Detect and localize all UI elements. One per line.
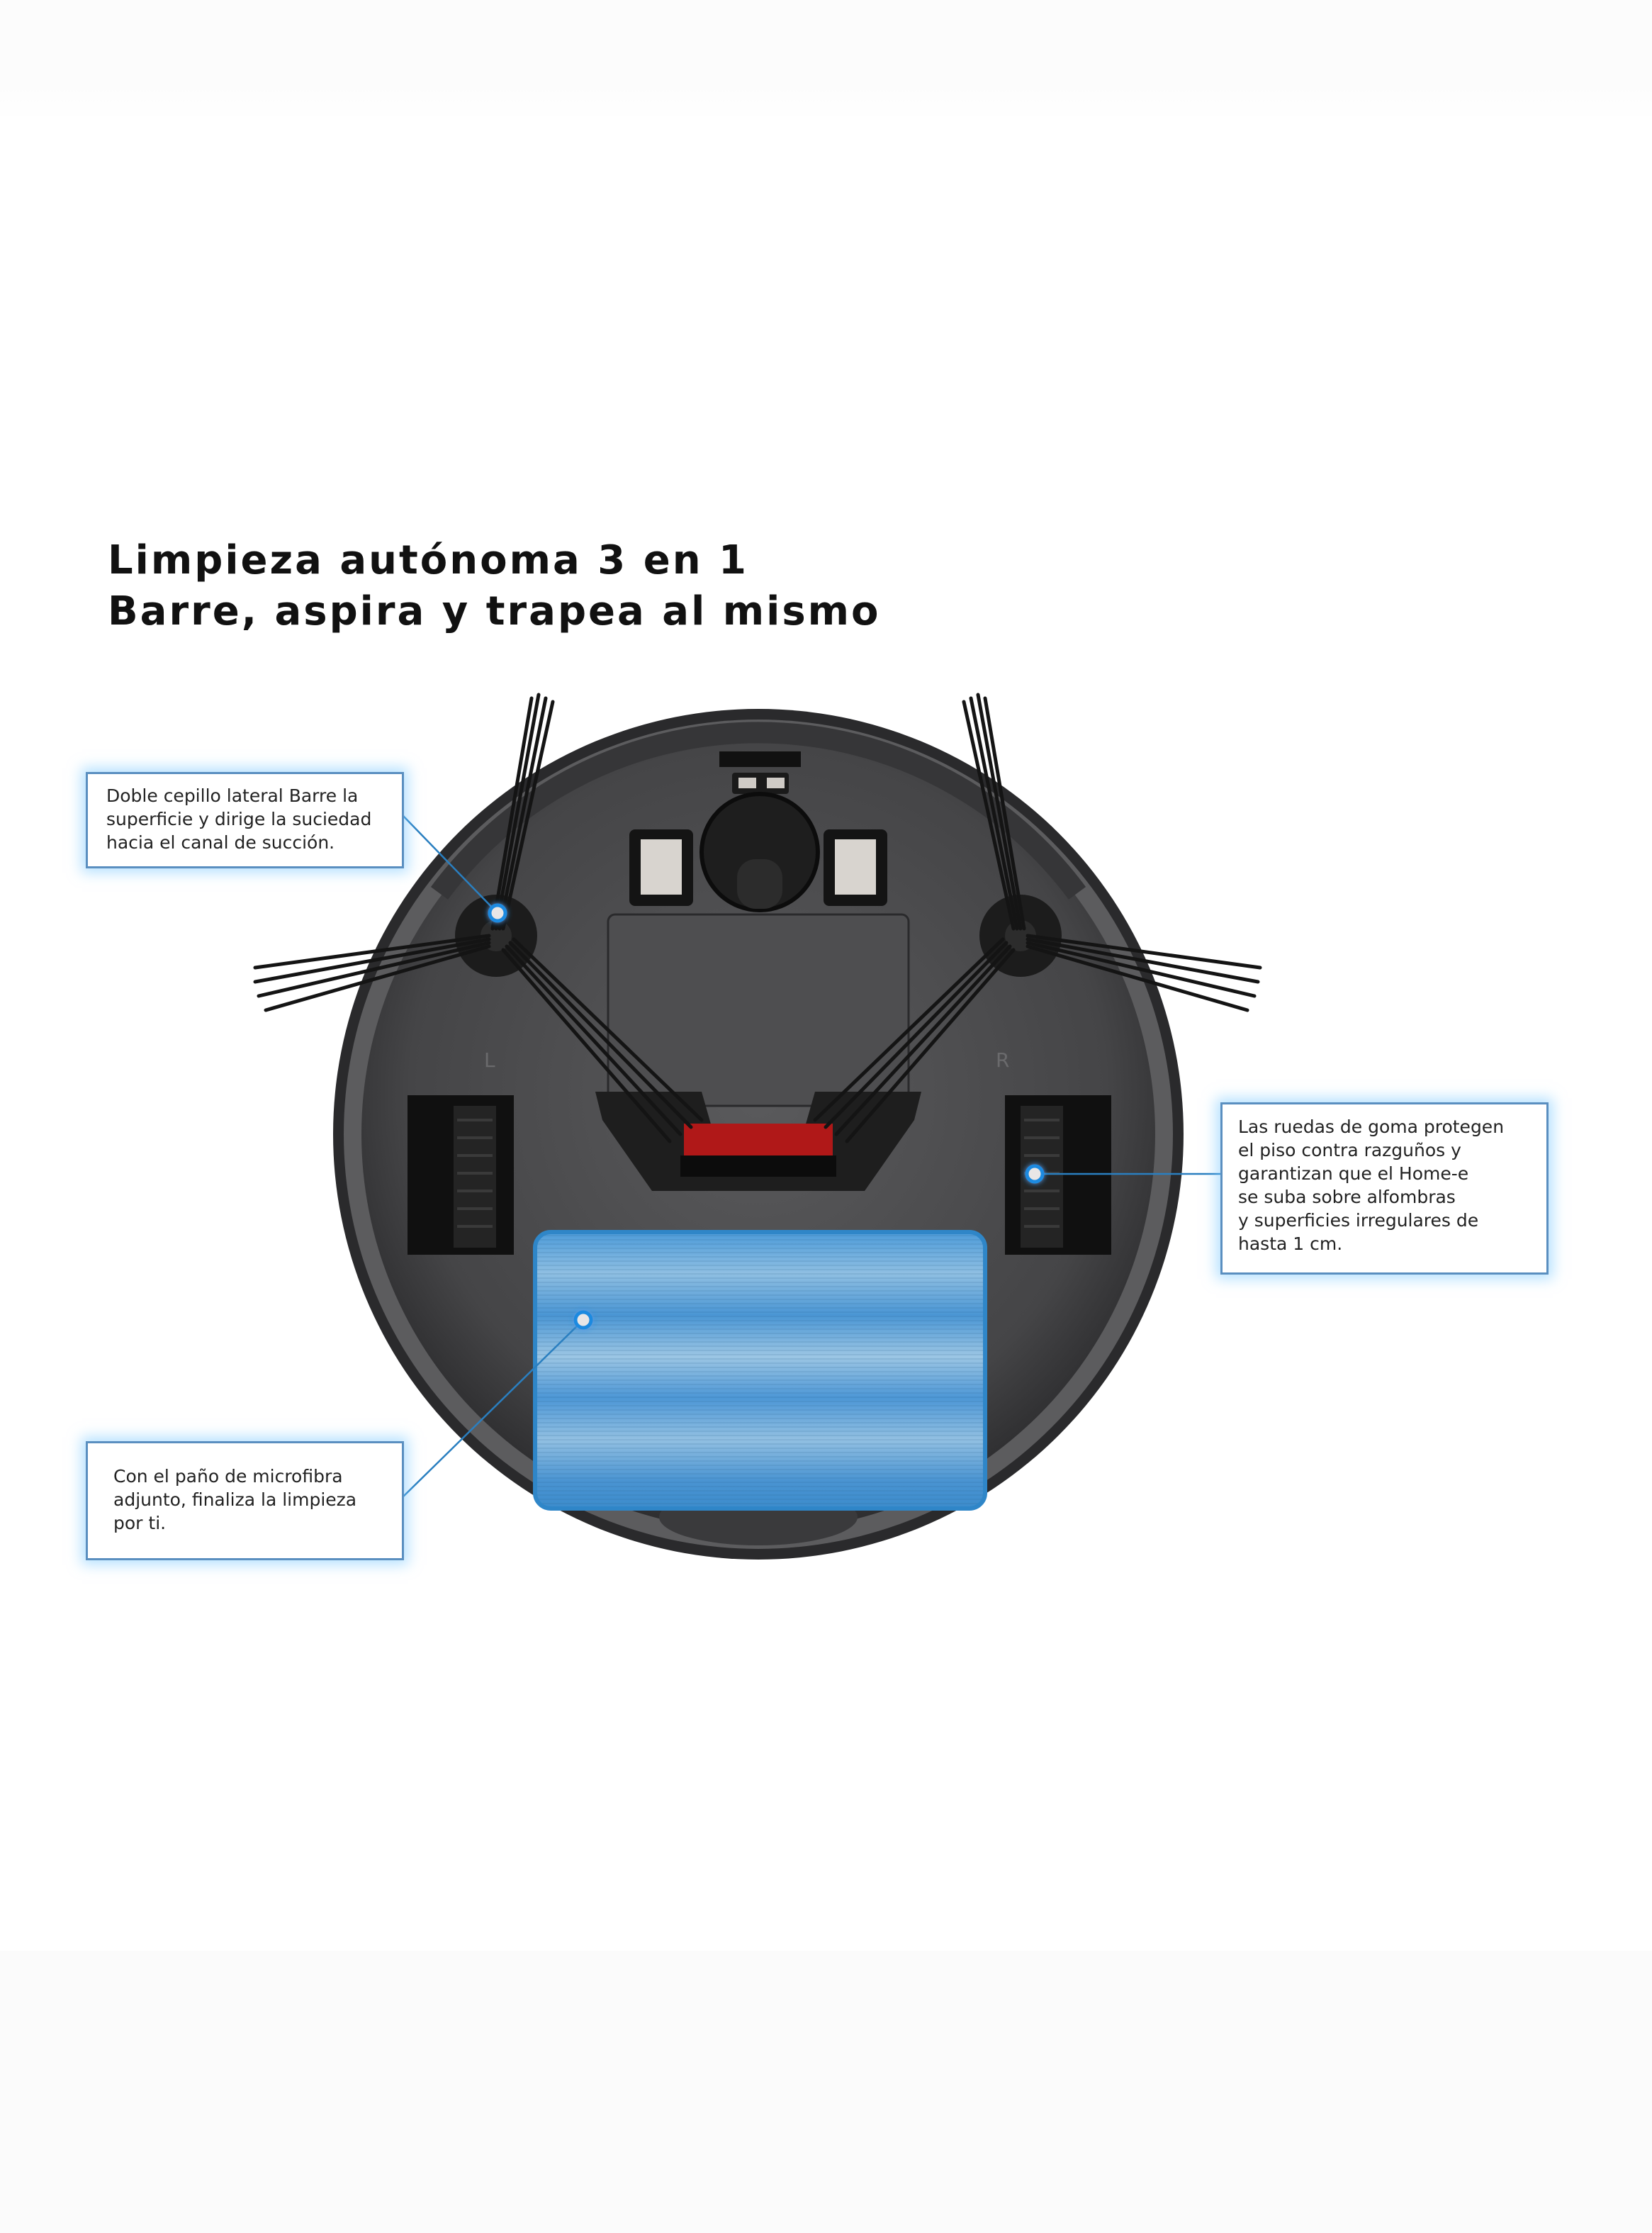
callout-text-line: hasta 1 cm. [1238, 1233, 1343, 1254]
top-background-band [0, 0, 1652, 121]
suction-inlet [684, 1124, 833, 1159]
callout-text-line: superficie y dirige la suciedad [106, 809, 372, 829]
callout-text-line: y superficies irregulares de [1238, 1210, 1479, 1231]
callout-text-line: Doble cepillo lateral Barre la [106, 785, 359, 806]
right-wheel-label: R [996, 1048, 1009, 1072]
callout-microfiber-pad: Con el paño de microfibra adjunto, final… [86, 1441, 404, 1560]
hotspot-dots [488, 903, 1045, 1330]
callout-text-line: se suba sobre alfombras [1238, 1187, 1456, 1207]
left-side-brush [253, 693, 704, 1143]
microfiber-mop-pad [533, 1230, 987, 1511]
callout-text-line: garantizan que el Home-e [1238, 1163, 1469, 1184]
callout-text-line: adjunto, finaliza la limpieza [113, 1489, 357, 1510]
callout-side-brush: Doble cepillo lateral Barre la superfici… [86, 772, 404, 868]
callout-text-line: Con el paño de microfibra [113, 1466, 343, 1487]
right-side-brush [813, 693, 1262, 1143]
left-wheel-label: L [484, 1048, 495, 1072]
callout-text-line: Las ruedas de goma protegen [1238, 1116, 1505, 1137]
headline-line-2: Barre, aspira y trapea al mismo [108, 588, 881, 634]
hotspot-mop-pad [573, 1310, 593, 1330]
callout-text-line: el piso contra razguños y [1238, 1140, 1461, 1160]
callout-text-line: por ti. [113, 1513, 167, 1533]
headline-line-1: Limpieza autónoma 3 en 1 [108, 537, 749, 583]
bottom-background-band [0, 1951, 1652, 2233]
hotspot-side-brush [488, 903, 507, 923]
hotspot-wheel [1025, 1164, 1045, 1184]
callout-text-line: hacia el canal de succión. [106, 832, 335, 853]
headline: Limpieza autónoma 3 en 1 Barre, aspira y… [108, 535, 880, 637]
callout-rubber-wheels: Las ruedas de goma protegen el piso cont… [1220, 1102, 1549, 1275]
callout-leader-lines [402, 815, 1220, 1498]
